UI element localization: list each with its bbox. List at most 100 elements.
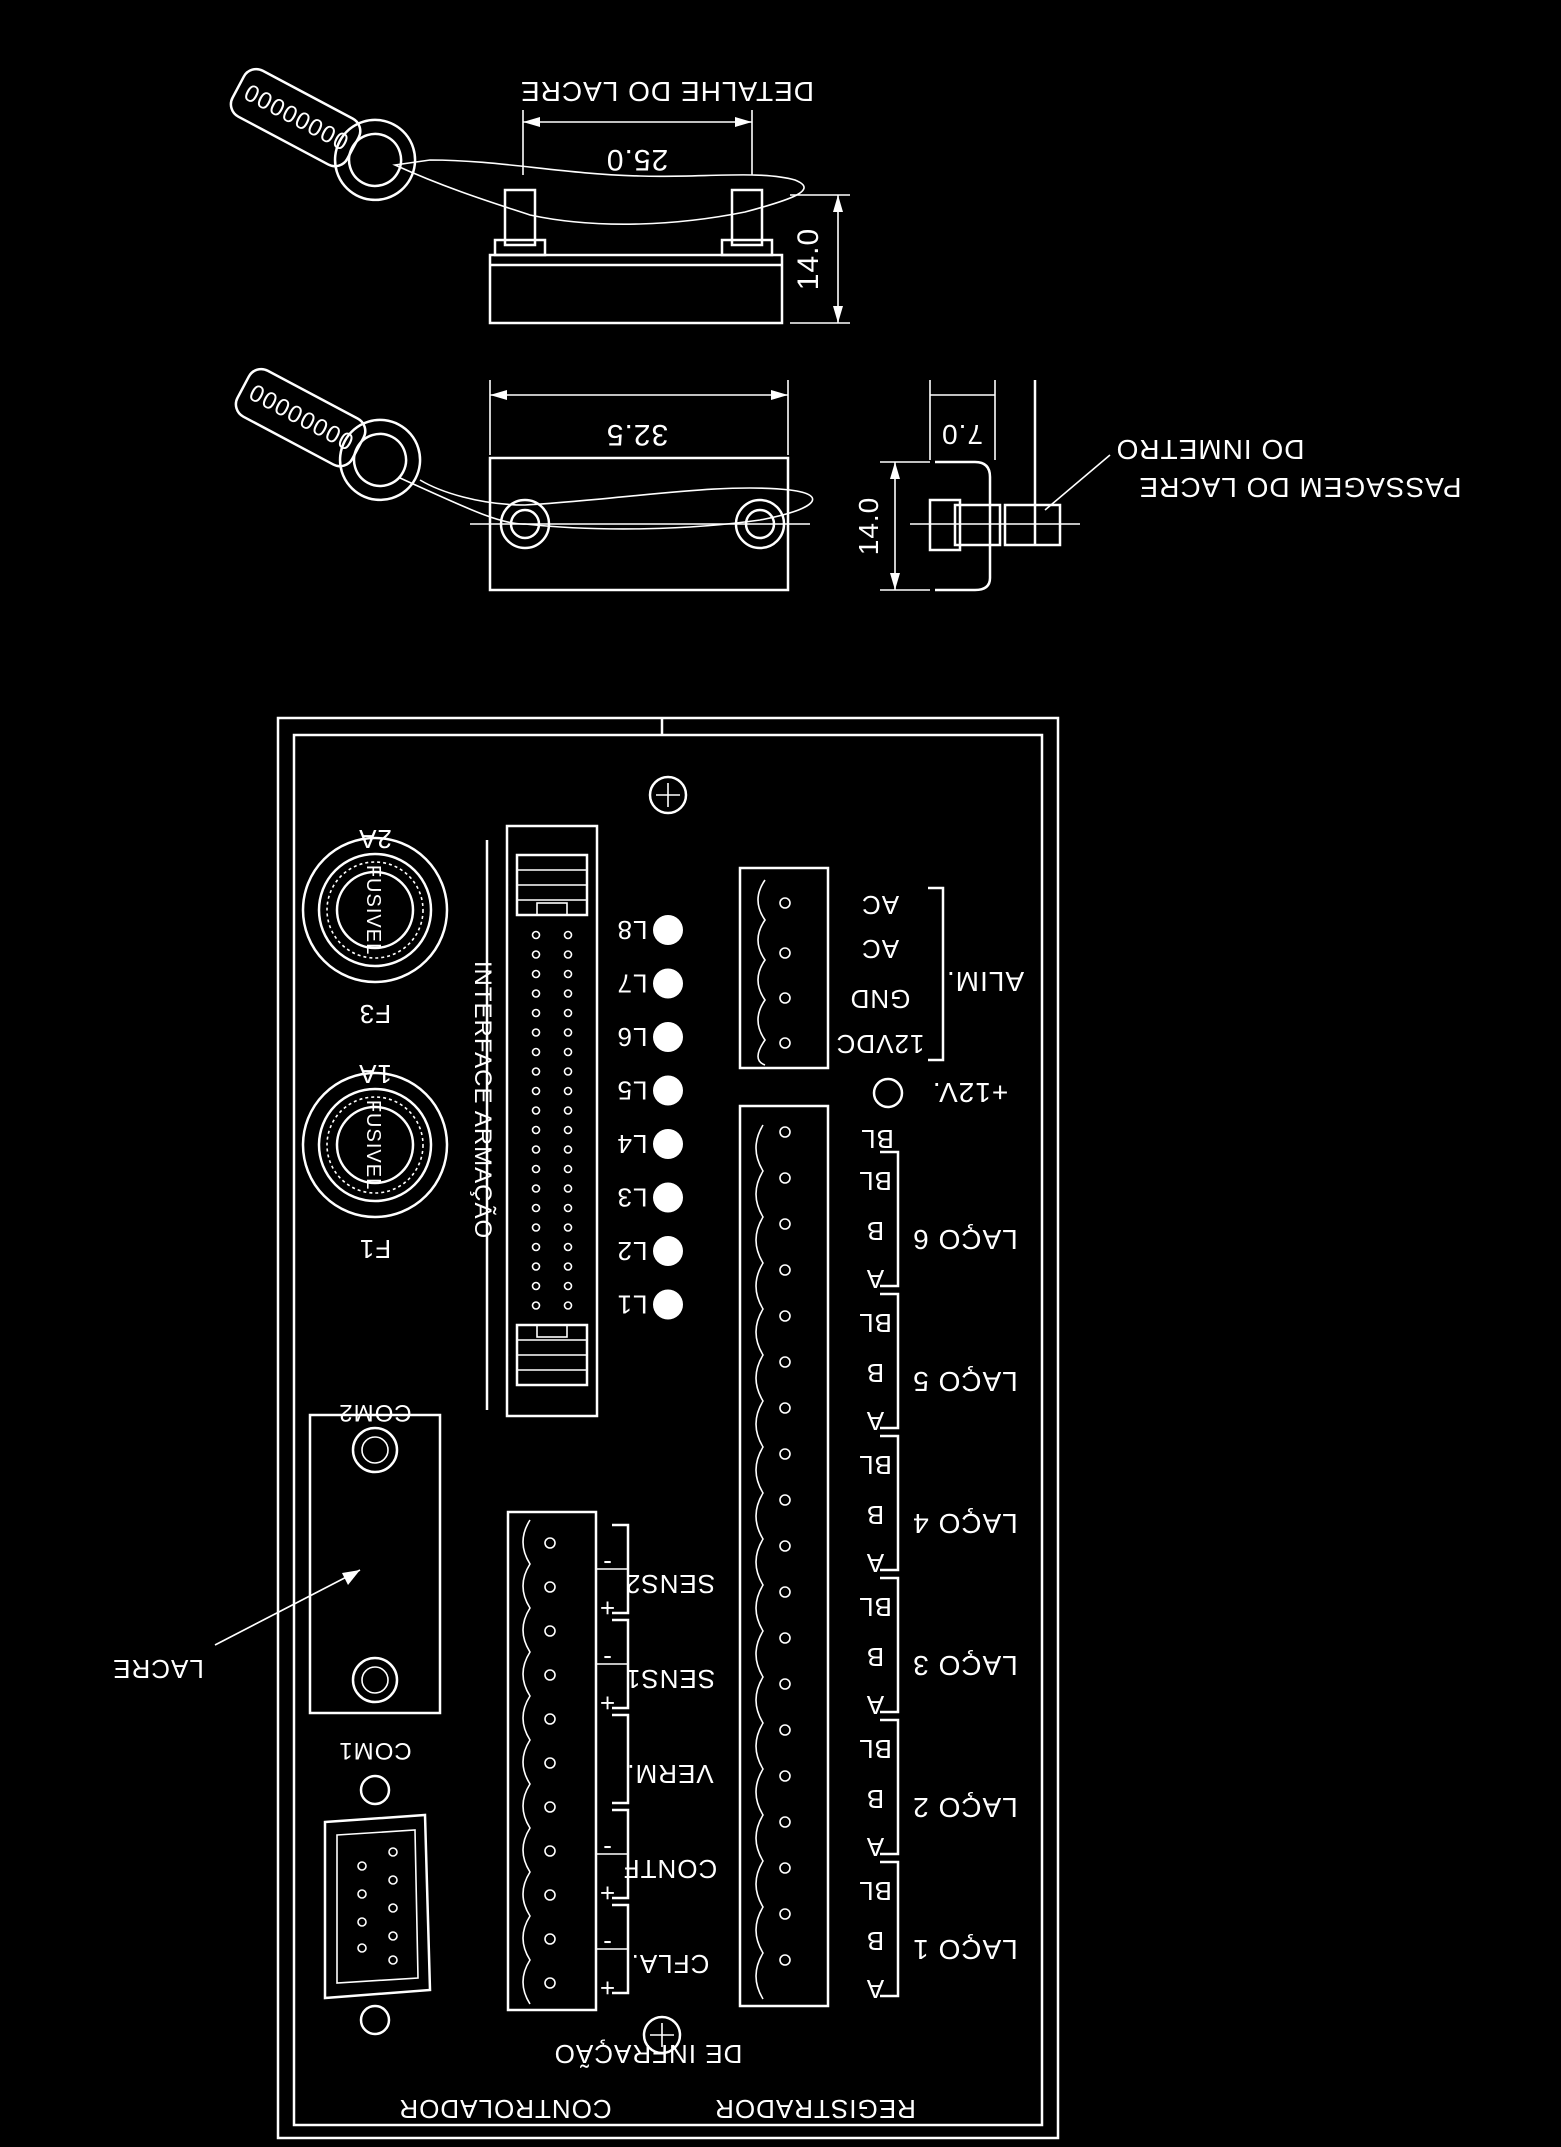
mounting-hole-icon bbox=[648, 775, 688, 815]
loop-pin-label: B bbox=[866, 1926, 884, 1956]
power-group-label: ALIM. bbox=[946, 966, 1024, 997]
dim-side-width: 7.0 bbox=[941, 419, 983, 450]
ribbon-pin bbox=[563, 1164, 573, 1174]
loop-pin bbox=[779, 1862, 791, 1874]
ribbon-pin bbox=[563, 1125, 573, 1135]
ribbon-pin bbox=[563, 1223, 573, 1232]
sensor-pin bbox=[544, 1801, 556, 1813]
loop-pin bbox=[779, 1632, 791, 1644]
com2-label: COM2 bbox=[338, 1399, 411, 1426]
ribbon-pin bbox=[531, 1223, 541, 1232]
led-indicator bbox=[653, 1129, 683, 1159]
fuse-f1-text: FUSIVEL bbox=[362, 1100, 384, 1190]
loop-pin bbox=[779, 1724, 791, 1736]
loop-name: LAÇO 1 bbox=[912, 1934, 1018, 1965]
fuse-f1: FUSIVEL F1 1A bbox=[301, 1059, 449, 1264]
fuse-f1-label: F1 bbox=[359, 1234, 391, 1264]
ribbon-pin bbox=[563, 1028, 573, 1037]
loop-pin bbox=[779, 1448, 791, 1460]
loop-pin-label: BL bbox=[858, 1734, 892, 1764]
sensor-pin bbox=[544, 1757, 556, 1769]
loop-name: LAÇO 2 bbox=[912, 1792, 1018, 1823]
interface-connector: INTERFACE ARMAÇÃO bbox=[469, 824, 599, 1418]
note-line1: DO INMETRO bbox=[1116, 434, 1305, 465]
loop-pin-label: B bbox=[866, 1642, 884, 1672]
ribbon-pin bbox=[563, 1008, 573, 1018]
loop-group: BL BA LAÇO 1 bbox=[858, 1860, 1018, 2004]
loop-pin bbox=[779, 1540, 791, 1552]
sensor-group: VERM. bbox=[612, 1713, 714, 1805]
ribbon-pin bbox=[531, 989, 541, 998]
ribbon-pin bbox=[531, 1145, 541, 1154]
sensor-group: -+SENS2 bbox=[596, 1523, 715, 1623]
loop-pin-label: B bbox=[866, 1784, 884, 1814]
sensor-group: -+CONTF bbox=[596, 1808, 717, 1908]
screw-icon-2 bbox=[359, 2004, 391, 2036]
dim-top-width: 25.0 bbox=[606, 143, 668, 176]
fuse-f3: FUSIVEL F3 2A bbox=[301, 824, 449, 1029]
seal-tag-icon: 00000000 bbox=[229, 67, 417, 202]
loop-pin bbox=[779, 1264, 791, 1276]
seal-front-view: DETALHE DO LACRE 25.0 14.0 bbox=[229, 67, 850, 325]
fuse-f3-rating: 2A bbox=[358, 824, 392, 854]
sensor-pin-label: - bbox=[602, 1834, 612, 1864]
ribbon-pin bbox=[563, 1047, 573, 1057]
label-controlador: CONTROLADOR bbox=[398, 2094, 611, 2124]
loop-pin bbox=[779, 1954, 791, 1966]
ribbon-pin bbox=[531, 930, 541, 940]
led-label: L4 bbox=[617, 1129, 648, 1159]
sensor-pin-label: + bbox=[599, 1688, 615, 1718]
loop-pin-label: BL bbox=[858, 1592, 892, 1622]
com2-nut-icon bbox=[351, 1426, 399, 1474]
loop-pin bbox=[779, 1126, 791, 1138]
ribbon-pin bbox=[531, 969, 541, 979]
loop-pin-label: A bbox=[866, 1974, 884, 2004]
led-indicator bbox=[653, 1075, 683, 1106]
sensor-pin bbox=[544, 1625, 556, 1637]
power-terminal-label: 12VDC bbox=[836, 1029, 925, 1059]
loop-pin bbox=[779, 1356, 791, 1368]
ribbon-pin bbox=[531, 1125, 541, 1135]
ribbon-pin bbox=[531, 1164, 541, 1174]
led-label: L5 bbox=[617, 1076, 648, 1106]
ribbon-pin bbox=[531, 1184, 541, 1193]
led-label: L8 bbox=[617, 915, 648, 945]
loop-pin-label: B bbox=[866, 1358, 884, 1388]
top-bl-label: BL bbox=[860, 1124, 894, 1154]
ribbon-pin bbox=[563, 1106, 573, 1115]
ribbon-pin bbox=[531, 1067, 541, 1076]
loop-pin-label: BL bbox=[858, 1876, 892, 1906]
seal-tag-icon-2: 00000000 bbox=[234, 367, 422, 502]
screw-icon bbox=[359, 1774, 391, 1806]
ribbon-pin bbox=[531, 1242, 541, 1252]
ribbon-pin bbox=[563, 989, 573, 998]
ribbon-pin bbox=[531, 950, 541, 959]
ribbon-pin bbox=[531, 1106, 541, 1115]
ribbon-pin bbox=[563, 1145, 573, 1154]
seal-side-view: 7.0 14.0 DO INMETRO PASSAGEM DO LACRE bbox=[853, 380, 1462, 592]
sensor-pin bbox=[544, 1933, 556, 1945]
loop-group: BL BA LAÇO 2 bbox=[858, 1718, 1018, 1862]
sensor-pin-label: - bbox=[602, 1549, 612, 1579]
led-label: L3 bbox=[617, 1183, 648, 1213]
sensor-group: -+SENS1 bbox=[596, 1618, 715, 1718]
interface-label: INTERFACE ARMAÇÃO bbox=[469, 961, 496, 1239]
sensor-pin-label: + bbox=[599, 1878, 615, 1908]
fuse-f3-label: F3 bbox=[359, 999, 391, 1029]
ribbon-pin bbox=[563, 1262, 573, 1271]
sensor-pin bbox=[544, 1889, 556, 1901]
dim-top-height: 14.0 bbox=[792, 228, 825, 290]
power-terminal-label: AC bbox=[861, 890, 899, 920]
loop-name: LAÇO 5 bbox=[912, 1366, 1018, 1397]
plus12-label: +12V. bbox=[932, 1077, 1008, 1108]
loop-pin-label: BL bbox=[858, 1166, 892, 1196]
sensor-group-name: SENS1 bbox=[625, 1664, 715, 1694]
loop-pin-label: A bbox=[866, 1832, 884, 1862]
loop-pin-label: BL bbox=[858, 1308, 892, 1338]
loop-name: LAÇO 6 bbox=[912, 1224, 1018, 1255]
sensor-group-name: CFLA. bbox=[631, 1949, 710, 1979]
